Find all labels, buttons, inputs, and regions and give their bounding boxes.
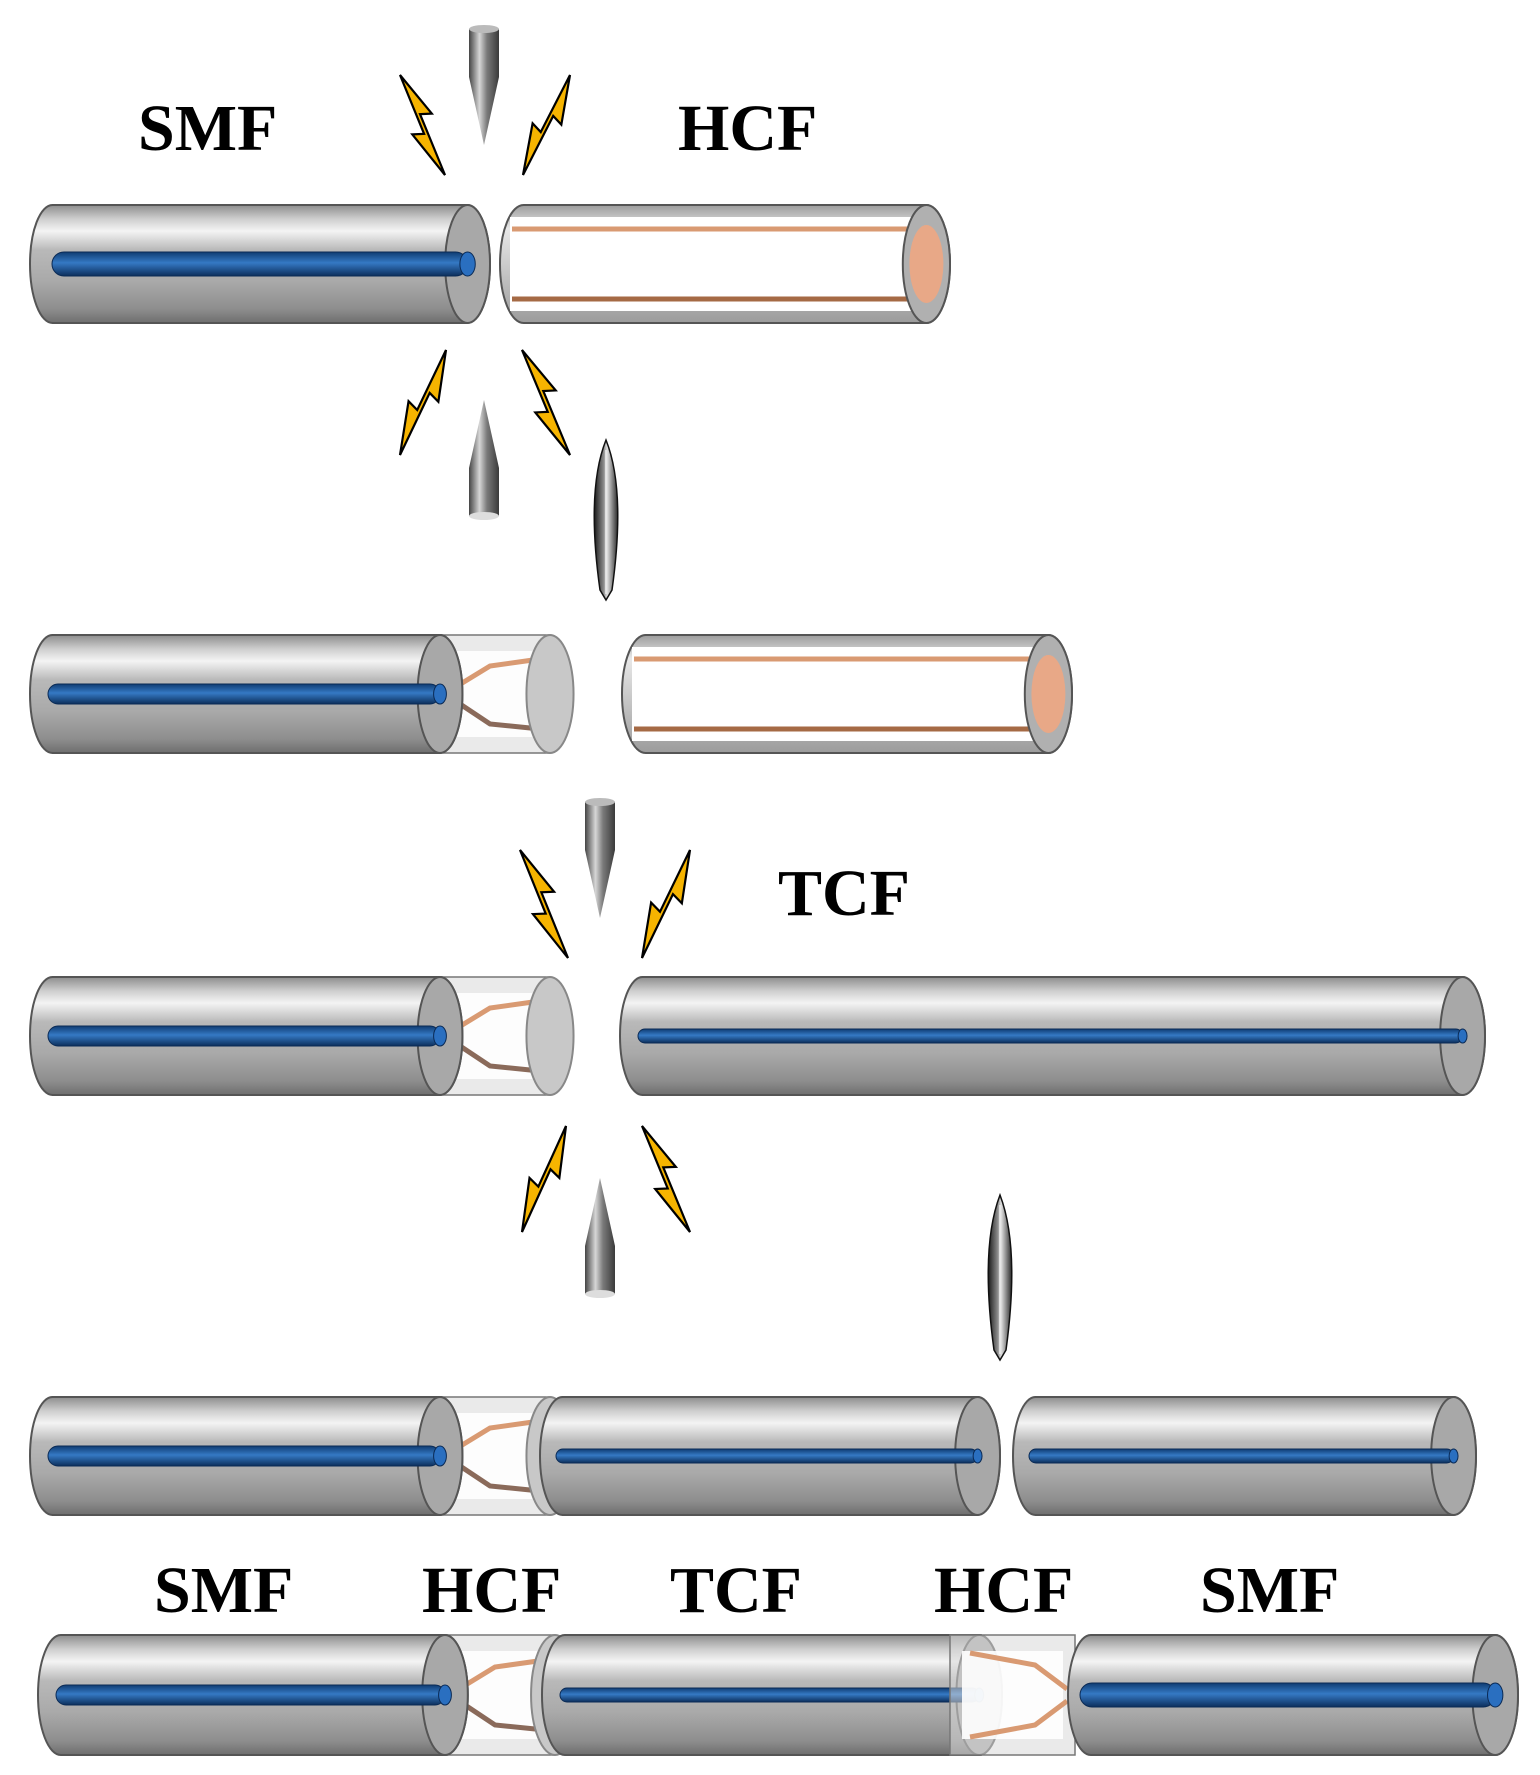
spark-1b — [511, 69, 582, 180]
taper-top — [452, 1418, 541, 1453]
cleaver-step4 — [987, 1192, 1013, 1362]
tcf-piece-step4 — [539, 1396, 1002, 1516]
cleaver-step2 — [593, 437, 619, 602]
electrode-top-step3 — [585, 798, 615, 918]
fiber-core — [51, 251, 469, 277]
taper-bottom — [452, 1459, 541, 1494]
spark-1c — [387, 344, 458, 460]
spark-3d — [629, 1120, 702, 1238]
core-end — [1487, 1682, 1504, 1708]
taper-top — [452, 656, 541, 691]
hcf-step1 — [499, 204, 952, 324]
diagram-shapes — [29, 25, 1519, 1756]
label-smf-top: SMF — [138, 92, 277, 165]
fiber-core — [47, 683, 441, 705]
taper-top — [457, 1657, 546, 1692]
core-end — [1457, 1028, 1468, 1044]
fiber-core — [55, 1684, 446, 1706]
label-final-hcf-left: HCF — [422, 1554, 561, 1627]
label-final-tcf: TCF — [670, 1554, 802, 1627]
fiber-core — [637, 1028, 1464, 1044]
taper-bottom — [457, 1698, 546, 1733]
spark-1a — [388, 70, 457, 181]
electrode-bottom-step3 — [585, 1178, 615, 1298]
fiber-core — [1079, 1682, 1496, 1708]
label-hcf-top: HCF — [678, 92, 817, 165]
core-end — [972, 1448, 983, 1464]
label-tcf-middle: TCF — [778, 857, 910, 930]
hollow-end-face — [909, 225, 944, 303]
final-smf-right — [1067, 1634, 1519, 1756]
core-end — [433, 683, 447, 705]
label-final-hcf-right: HCF — [934, 1554, 1073, 1627]
core-end — [438, 1684, 452, 1706]
spark-3b — [629, 844, 703, 964]
label-final-smf-left: SMF — [154, 1554, 293, 1627]
fiber-core — [559, 1687, 980, 1703]
final-hcf-smf-right — [949, 1634, 1076, 1756]
smf-hcf-step2-smf — [29, 634, 464, 754]
final-tcf — [541, 1634, 1004, 1756]
electrode-top-step1 — [469, 25, 499, 145]
core-end — [433, 1445, 447, 1467]
taper-bottom — [452, 1039, 541, 1074]
core-end — [433, 1025, 447, 1047]
hcf-remainder-step2 — [621, 634, 1074, 754]
taper-top — [452, 998, 541, 1033]
fiber-core — [1028, 1448, 1455, 1464]
taper-bottom-right — [969, 1699, 1069, 1740]
segment-end — [525, 634, 575, 754]
diagram-labels: SMF HCF TCF SMF HCF TCF HCF SMF — [138, 92, 1339, 1627]
spark-3c — [509, 1121, 578, 1238]
spark-3a — [507, 844, 581, 964]
core-end — [459, 251, 476, 277]
core-end — [1448, 1448, 1459, 1464]
segment-end — [525, 976, 575, 1096]
smf-step1 — [29, 204, 491, 324]
taper-top-right — [969, 1650, 1069, 1691]
smf-hcf-step2 — [439, 634, 575, 754]
tcf-cut-step4 — [1012, 1396, 1477, 1516]
fiber-core — [47, 1445, 441, 1467]
smf-hcf-step3 — [439, 976, 575, 1096]
final-smf-hcf-left-smf — [37, 1634, 469, 1756]
smf-hcf-step4-smf — [29, 1396, 464, 1516]
electrode-bottom-step1 — [469, 400, 499, 520]
label-final-smf-right: SMF — [1200, 1554, 1339, 1627]
spark-1d — [509, 344, 582, 461]
fiber-core — [47, 1025, 441, 1047]
hollow-end-face — [1031, 655, 1066, 733]
fiber-core — [555, 1448, 979, 1464]
taper-bottom — [452, 697, 541, 732]
smf-hcf-step3-smf — [29, 976, 464, 1096]
tcf-step3 — [619, 976, 1486, 1096]
